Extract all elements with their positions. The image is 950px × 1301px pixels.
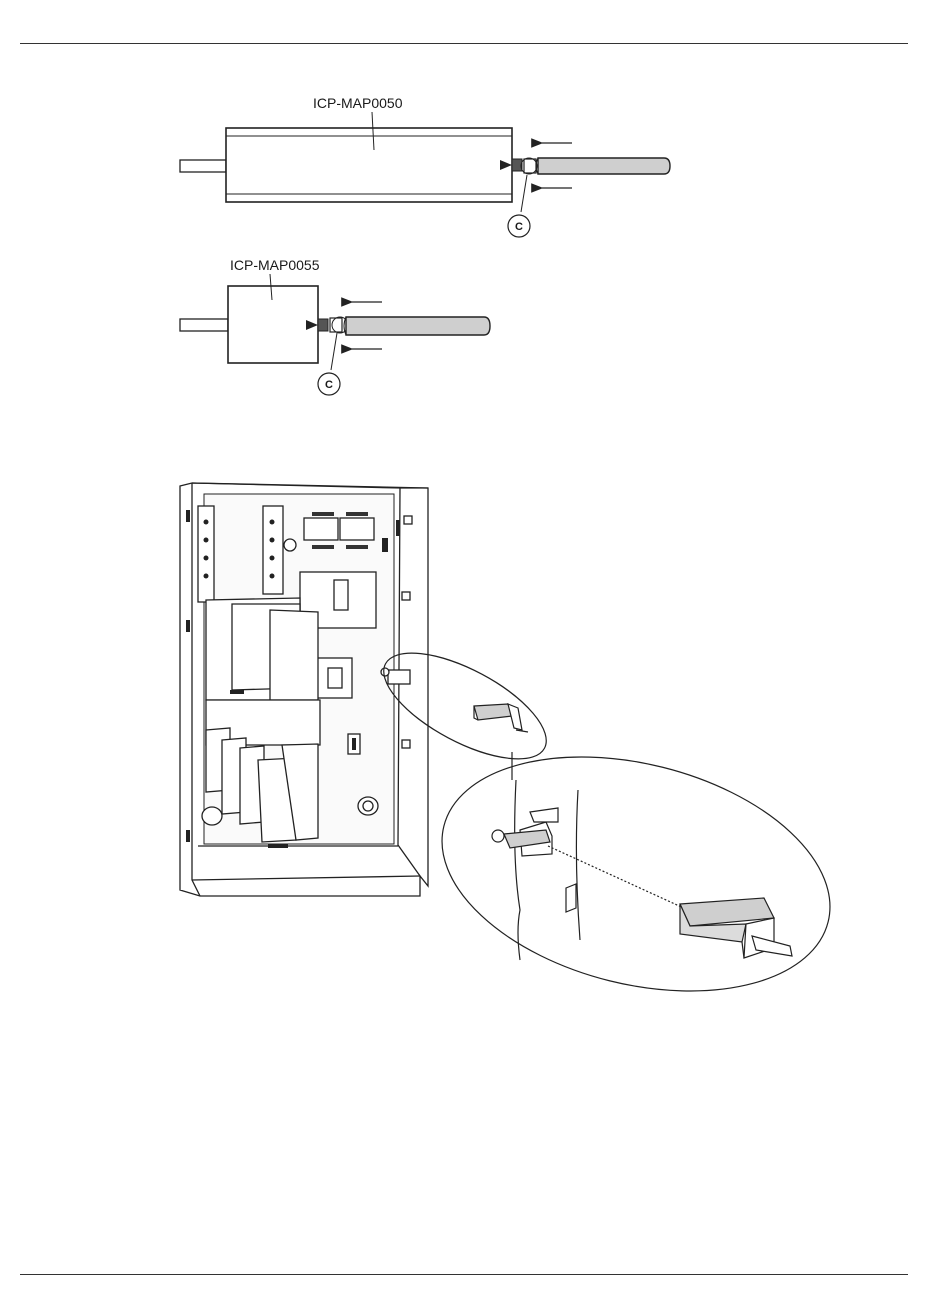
enclosure: [180, 483, 428, 896]
detail-ellipse-large: [417, 719, 854, 1028]
cable-short: [346, 317, 490, 335]
module-body-long: [226, 128, 512, 202]
callout-letter-short: C: [325, 379, 333, 391]
callout-letter-long: C: [515, 221, 523, 233]
module-body-short: [228, 286, 318, 363]
rail-stub-left: [180, 160, 226, 172]
cable-long: [538, 158, 670, 174]
module-label-long: ICP-MAP0050: [313, 95, 403, 111]
module-label-short: ICP-MAP0055: [230, 257, 320, 273]
module-map0055: ICP-MAP0055 C: [180, 257, 490, 395]
module-map0050: ICP-MAP0050 C: [180, 95, 670, 237]
